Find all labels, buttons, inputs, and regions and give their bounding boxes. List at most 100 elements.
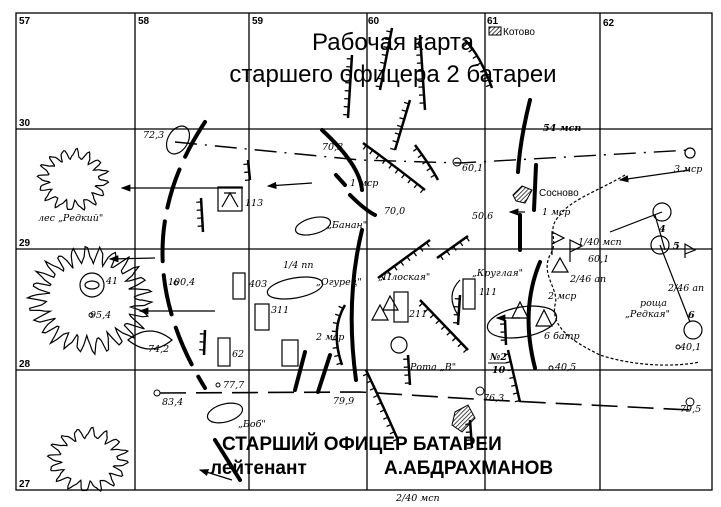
height-label: 79,9 (333, 396, 354, 407)
settlement-kotovo (488, 26, 502, 36)
unit-label: 1 мср (542, 207, 570, 218)
height-label: 95,4 (90, 310, 111, 321)
trench-line (199, 197, 205, 233)
place-redkaya: „Редкая" (625, 309, 670, 320)
forest-west (25, 245, 154, 356)
trench-tick (369, 149, 374, 155)
trench-tick (392, 140, 398, 143)
place-banan: „Банан" (327, 220, 367, 231)
height-label: 79,5 (680, 404, 701, 415)
arrow-south (198, 469, 233, 481)
trench-tick (401, 109, 407, 113)
position-number-6: 6 (688, 310, 695, 321)
unit-label: 2/46 ап (667, 283, 704, 294)
front-line (532, 163, 538, 212)
hill-kruglaya (451, 279, 461, 316)
trench-tick (479, 69, 485, 73)
height-label: 40,5 (554, 362, 576, 373)
height-label: 311 (271, 305, 289, 316)
height-point (173, 280, 179, 286)
height-label: 83,4 (162, 397, 183, 408)
trench-tick (457, 342, 463, 348)
height-point (215, 382, 221, 388)
grid-label-easting: 59 (252, 16, 264, 27)
trench-tick (336, 362, 342, 366)
trench-tick (485, 84, 492, 88)
front-line-south (213, 438, 242, 482)
height-point (548, 365, 554, 371)
trench-tick (429, 313, 435, 319)
place-kotovo: Котово (503, 27, 535, 38)
trench-tick (379, 409, 385, 413)
trench-tick (381, 53, 387, 57)
unit-label: 6 батр (544, 331, 580, 342)
trench-tick (382, 159, 387, 165)
place-bob: „Боб" (238, 419, 266, 430)
height-label: 211 (408, 309, 427, 320)
hill-bob (206, 402, 244, 424)
trench-tick (451, 337, 457, 342)
front-line (320, 128, 364, 192)
trench-position-403 (232, 272, 246, 300)
trench-tick (375, 154, 380, 160)
height-label: 50,6 (472, 211, 493, 222)
height-label: 111 (479, 287, 497, 298)
trench-position-111 (462, 278, 476, 310)
arrow-west (266, 181, 313, 190)
map-title-line1: Рабочая карта (312, 29, 475, 56)
unit-label: 1/4 пп (283, 260, 314, 271)
forest-edge-roshcha (546, 174, 701, 366)
trench-tick (452, 246, 457, 251)
strongpoint-41 (79, 272, 105, 298)
height-label: 76,3 (483, 393, 504, 404)
forest-southwest (46, 426, 130, 493)
trench-tick (507, 368, 513, 372)
place-kruglaya: „Круглая" (472, 268, 523, 279)
trench-tick (422, 160, 427, 165)
trench-tick (430, 174, 436, 178)
trench-tick (413, 183, 418, 189)
trench-tick (440, 325, 446, 330)
flag-icon (684, 242, 697, 258)
height-label: 70,3 (322, 142, 343, 153)
hill-72-3 (165, 125, 191, 155)
battery-triangle (550, 256, 570, 273)
grid-label-northing: 27 (19, 479, 31, 490)
unit-label: 2 мср (547, 291, 576, 302)
trench-lines (196, 27, 522, 449)
trench-tick (419, 246, 424, 252)
trench-line (456, 294, 462, 326)
settlement-south (451, 404, 476, 433)
trench-tick (509, 376, 515, 380)
trench-tick (387, 270, 392, 276)
height-label: 72,3 (143, 130, 164, 141)
trench-line (393, 99, 412, 151)
trench-tick (389, 431, 395, 435)
position-number-4: 4 (659, 224, 666, 235)
place-ploskaya: „Плоская" (378, 272, 430, 283)
unit-label: 2/46 ап (569, 274, 606, 285)
trench-tick (425, 242, 430, 248)
coordinate-grid: 57 58 59 60 61 62 30 29 28 27 (15, 12, 713, 491)
grid-label-northing: 30 (19, 118, 31, 129)
trench-tick (399, 117, 405, 120)
height-marks: 72,3 70,3 60,1 70,0 50,6 113 100,4 41 95… (88, 130, 701, 415)
arrow-3msr (618, 169, 691, 183)
trench-tick (463, 42, 469, 47)
trench-tick (384, 38, 390, 41)
height-label: 403 (248, 279, 267, 290)
trench-tick (403, 101, 410, 105)
place-sosnovo: Сосново (539, 188, 579, 199)
grid-label-easting: 60 (368, 16, 380, 27)
grid-label-northing: 29 (19, 238, 31, 249)
height-label: 74,2 (148, 344, 169, 355)
trench-tick (338, 305, 344, 310)
grid-label-easting: 58 (138, 16, 150, 27)
signature-name: А.АБДРАХМАНОВ (384, 458, 553, 479)
route-line-north (174, 141, 691, 164)
trench-line-ploskaya (377, 238, 431, 280)
trench-tick (463, 348, 468, 353)
trench-tick (412, 147, 418, 152)
trench-tick (401, 173, 406, 179)
